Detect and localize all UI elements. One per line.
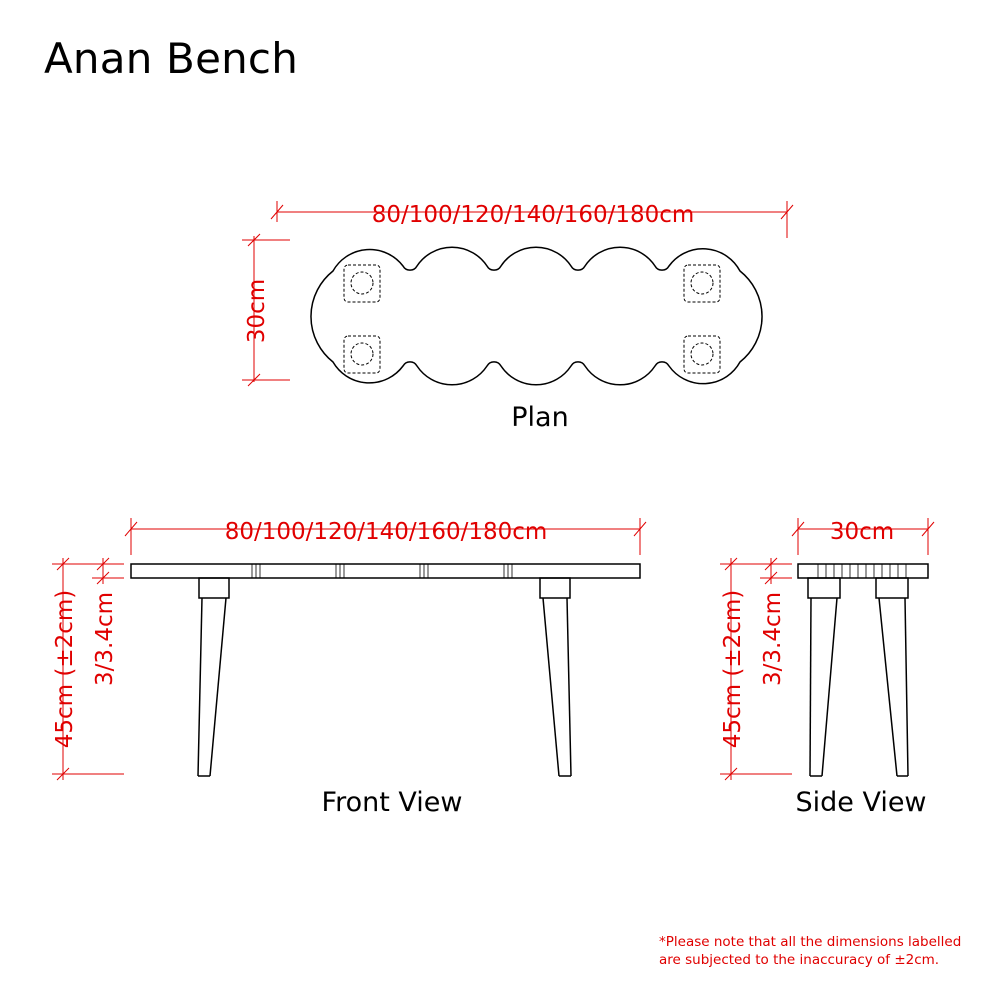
note-line-1: *Please note that all the dimensions lab… — [659, 934, 962, 950]
side-view-caption: Side View — [795, 787, 926, 818]
plan-width-label: 30cm — [244, 279, 270, 343]
front-thickness-label: 3/3.4cm — [92, 592, 118, 686]
side-view: 30cm 45cm (±2cm) 3/3.4cm Side View — [720, 518, 935, 818]
front-thickness-dimension — [92, 557, 124, 585]
side-left-leg — [807, 577, 841, 777]
front-seat-top — [130, 563, 641, 579]
plan-view: 80/100/120/140/160/180cm 30cm Plan — [242, 201, 794, 433]
side-thickness-dimension — [760, 557, 792, 585]
plan-leg-socket — [683, 264, 721, 303]
page-title: Anan Bench — [44, 34, 299, 83]
front-length-dimension — [124, 518, 647, 555]
side-height-label: 45cm (±2cm) — [720, 590, 746, 749]
side-thickness-label: 3/3.4cm — [760, 592, 786, 686]
front-right-leg — [539, 577, 572, 777]
plan-length-label: 80/100/120/140/160/180cm — [372, 202, 695, 228]
plan-leg-socket — [683, 335, 721, 374]
front-left-leg — [197, 577, 230, 777]
note-line-2: are subjected to the inaccuracy of ±2cm. — [659, 952, 940, 968]
front-seat-joints — [251, 564, 513, 578]
plan-seat-outline — [310, 246, 763, 386]
front-height-label: 45cm (±2cm) — [52, 590, 78, 749]
plan-leg-socket — [343, 335, 381, 374]
front-view: 80/100/120/140/160/180cm 45cm (±2cm) 3/3… — [52, 518, 647, 818]
side-height-dimension — [720, 557, 792, 781]
dimension-note: *Please note that all the dimensions lab… — [659, 933, 989, 969]
front-view-caption: Front View — [322, 787, 463, 818]
side-width-dimension — [791, 518, 935, 555]
side-seat-top — [797, 563, 929, 579]
side-seat-slats — [817, 564, 907, 578]
side-right-leg — [875, 577, 909, 777]
plan-width-dimension — [242, 233, 290, 387]
front-length-label: 80/100/120/140/160/180cm — [225, 519, 548, 545]
plan-caption: Plan — [511, 402, 568, 433]
plan-length-dimension — [270, 201, 794, 238]
plan-leg-socket — [343, 264, 381, 303]
side-width-label: 30cm — [830, 519, 894, 545]
